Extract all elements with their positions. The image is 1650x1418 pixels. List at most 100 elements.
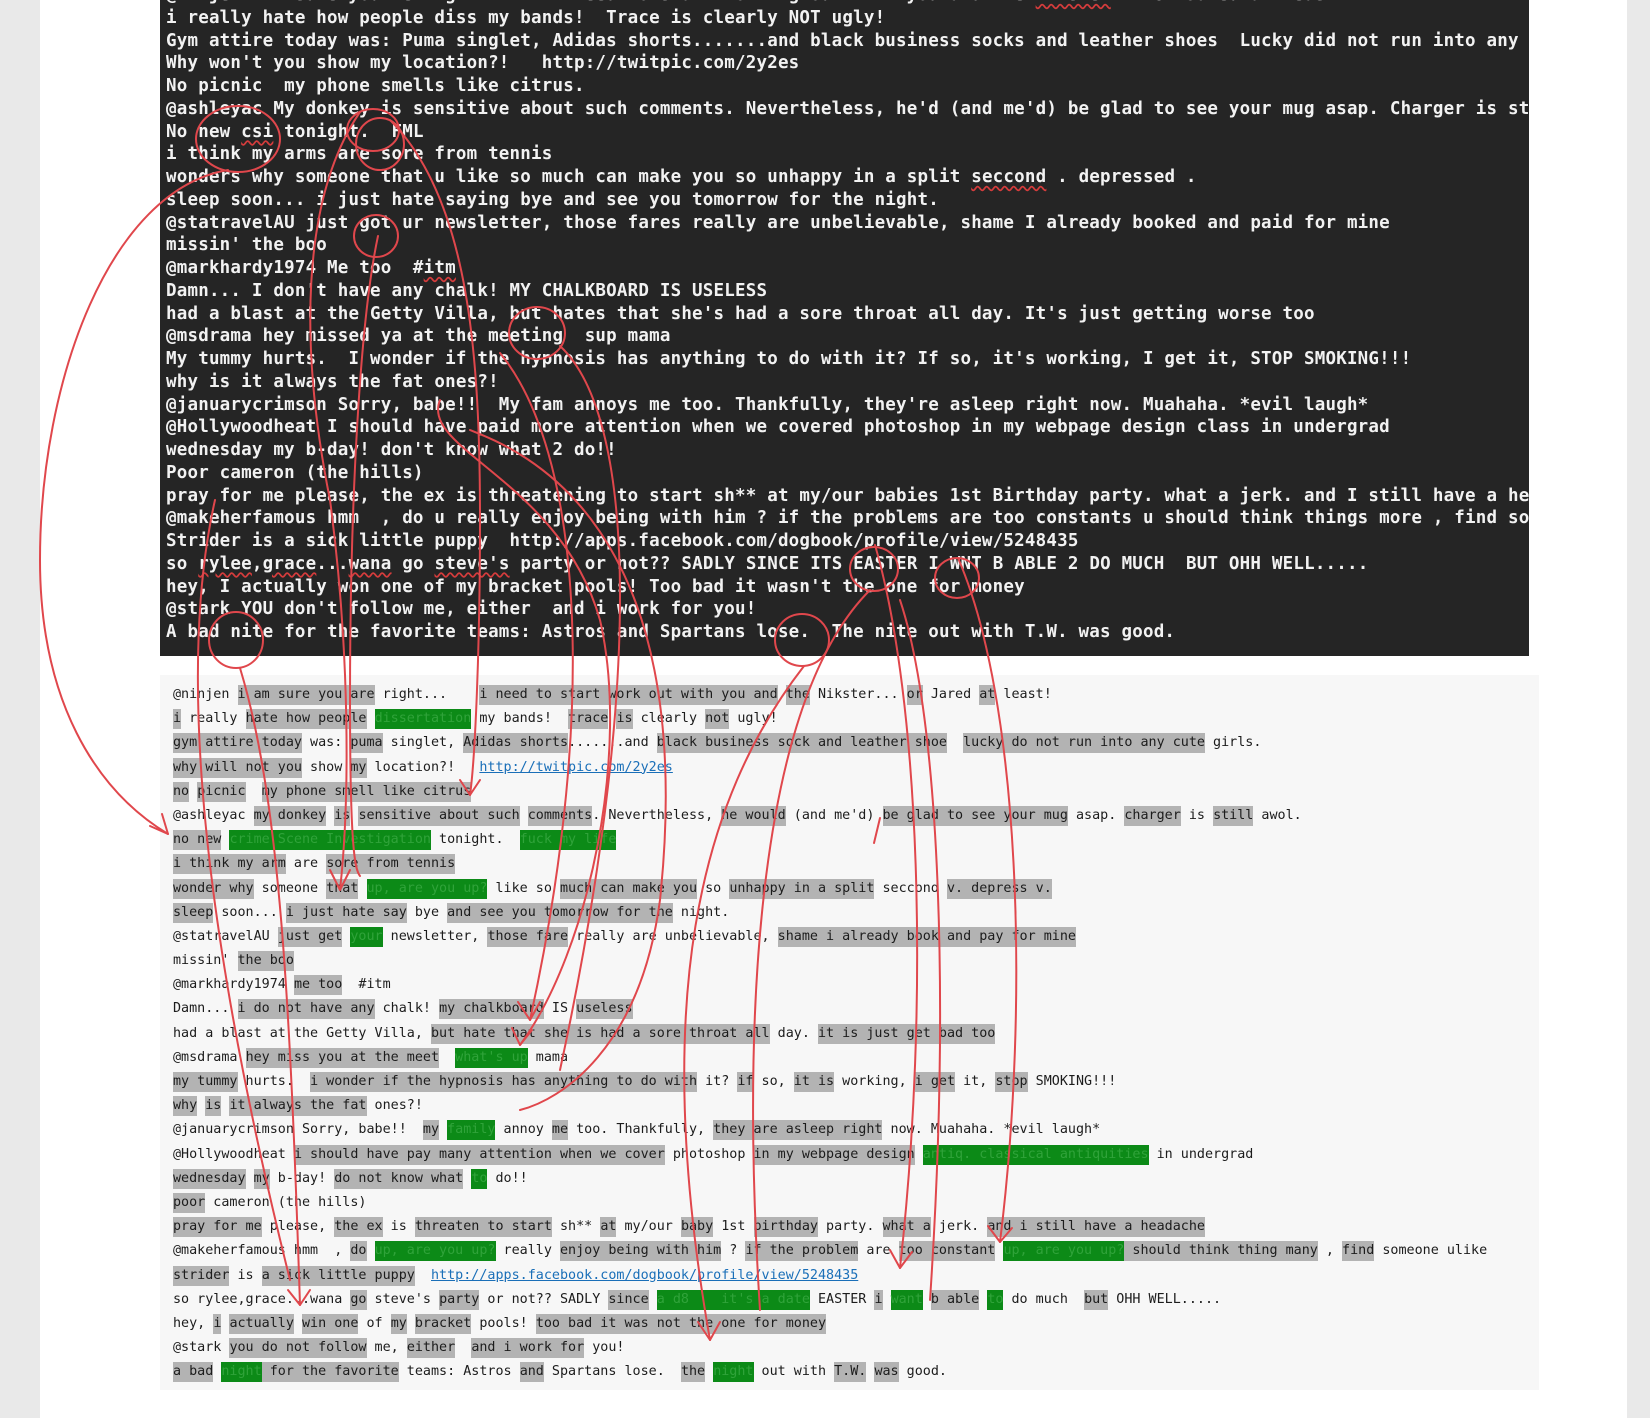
url-link[interactable]: http://apps.facebook.com/dogbook/profile… — [431, 1267, 859, 1283]
plain-text — [246, 1171, 254, 1186]
plain-text: EASTER — [809, 1291, 875, 1307]
spellcheck-flagged-word: grace — [262, 553, 317, 574]
plain-text — [705, 1364, 713, 1379]
highlighted-span: i think my arm — [173, 854, 286, 875]
highlighted-span: since — [608, 1289, 649, 1310]
highlighted-span: T.W. — [834, 1362, 867, 1383]
highlighted-span: gym attire today — [173, 733, 302, 754]
terminal-text: @makeherfamous hmm , do u really enjoy b… — [166, 508, 1529, 529]
highlighted-span: but hate that she is had a sore throat a… — [430, 1023, 770, 1044]
terminal-line: @makeherfamous hmm , do u really enjoy b… — [166, 507, 1529, 530]
highlighted-span: the — [785, 685, 810, 705]
replaced-span: a d8 it's a date — [656, 1289, 810, 1310]
terminal-text-lines: @ninjen I'm sure you're right... I need … — [166, 0, 1529, 644]
terminal-text: @markhardy1974 Me too # — [166, 258, 424, 278]
plain-text: day. — [769, 1025, 818, 1041]
highlighted-span: too bad it was not the one for money — [535, 1313, 827, 1334]
plain-text: or not?? SADLY — [479, 1291, 609, 1307]
plain-text: #itm — [342, 977, 391, 993]
plain-text: newsletter, — [382, 928, 488, 944]
terminal-text: i think my arms are sore from tennis — [166, 144, 553, 165]
normalized-line: pray for me please, the ex is threaten t… — [173, 1216, 1487, 1240]
plain-text: asap. — [1067, 807, 1125, 823]
plain-text: was: — [302, 735, 351, 751]
highlighted-span: no new — [173, 830, 222, 851]
highlighted-span: Adidas shorts — [463, 733, 569, 754]
terminal-text: hey, I actually won one of my bracket po… — [166, 576, 1025, 597]
plain-text: chalk! — [374, 1001, 440, 1017]
terminal-line: pray for me please, the ex is threatenin… — [166, 485, 1529, 508]
plain-text: 1st — [713, 1219, 754, 1235]
plain-text: SMOKING!!! — [1027, 1074, 1117, 1089]
plain-text: (and me'd) — [785, 807, 883, 823]
highlighted-span: poor — [173, 1192, 206, 1213]
plain-text — [883, 1292, 891, 1307]
replaced-span: fuck my life — [519, 830, 617, 851]
plain-text: had a blast at the Getty Villa, — [173, 1025, 431, 1041]
highlighted-span: i am sure you are — [237, 685, 375, 705]
highlighted-span: sensitive about such — [358, 805, 520, 826]
plain-text — [367, 1243, 375, 1258]
plain-text: my bands! — [471, 711, 569, 727]
plain-text — [947, 735, 963, 750]
plain-text: @statravelAU — [173, 928, 278, 944]
plain-text: me, — [366, 1340, 407, 1356]
terminal-text: sleep soon... i just hate saying bye and… — [166, 189, 939, 210]
plain-text: pools! — [471, 1315, 536, 1331]
normalized-line: @msdrama hey miss you at the meet what's… — [173, 1047, 1487, 1071]
highlighted-span: or — [906, 685, 923, 705]
normalized-line: @januarycrimson Sorry, babe!! my family … — [173, 1119, 1487, 1143]
plain-text: @Hollywoodheat — [173, 1146, 294, 1162]
highlighted-span: but — [1084, 1289, 1109, 1310]
highlighted-span: baby — [680, 1217, 714, 1238]
highlighted-span: wednesday — [173, 1168, 246, 1189]
highlighted-span: at — [979, 685, 996, 705]
highlighted-span: why will not you — [173, 757, 302, 778]
normalized-line: no picnic my phone smell like citrus — [173, 781, 1487, 805]
plain-text: out with — [753, 1364, 835, 1380]
highlighted-span: me — [551, 1120, 569, 1141]
highlighted-span: for the favorite — [261, 1362, 399, 1383]
highlighted-span: the ex — [334, 1217, 383, 1238]
plain-text: is — [1180, 807, 1214, 823]
terminal-text: Damn... I don't have any chalk! MY CHALK… — [166, 280, 768, 301]
plain-text: @markhardy1974 — [173, 977, 294, 993]
plain-text: clearly — [632, 711, 706, 727]
normalized-line: hey, i actually win one of my bracket po… — [173, 1313, 1487, 1337]
highlighted-span: is — [334, 805, 351, 826]
highlighted-span: my chalkboard — [439, 999, 544, 1020]
spellcheck-flagged-word: Nikster — [1036, 0, 1111, 5]
terminal-text: A bad nite for the favorite teams: Astro… — [166, 622, 1176, 642]
normalized-line: wednesday my b-day! do not know what to … — [173, 1168, 1487, 1192]
plain-text: @makeherfamous hmm , — [173, 1243, 351, 1259]
plain-text: is — [229, 1267, 262, 1283]
plain-text: someone ulike — [1374, 1243, 1488, 1259]
normalized-line: a bad night for the favorite teams: Astr… — [173, 1361, 1487, 1385]
plain-text: Damn... — [173, 1001, 238, 1017]
highlighted-span: what a — [882, 1217, 931, 1238]
terminal-text: i really hate how people diss my bands! … — [166, 7, 886, 28]
terminal-text: Gym attire today was: Puma singlet, Adid… — [166, 30, 1529, 51]
plain-text: .......and — [568, 735, 657, 751]
plain-text: singlet, — [382, 735, 464, 751]
terminal-text: No new — [166, 121, 242, 142]
terminal-text: No picnic my phone smells like citrus. — [166, 76, 585, 96]
terminal-panel: @ninjen I'm sure you're right... I need … — [160, 0, 1529, 656]
normalized-line: @markhardy1974 me too #itm — [173, 974, 1487, 998]
highlighted-span: birthday — [753, 1217, 818, 1238]
terminal-line: i really hate how people diss my bands! … — [166, 7, 1529, 30]
terminal-line: Damn... I don't have any chalk! MY CHALK… — [166, 280, 1529, 303]
normalized-output-panel: @ninjen i am sure you are right... i nee… — [160, 675, 1539, 1390]
plain-text: tonight. — [430, 832, 520, 848]
terminal-text: why is it always the fat ones?! — [166, 371, 499, 392]
highlighted-span: stop — [995, 1072, 1028, 1092]
replaced-span: up, are you up? — [1003, 1241, 1125, 1262]
normalized-line: had a blast at the Getty Villa, but hate… — [173, 1023, 1487, 1047]
terminal-line: @markhardy1974 Me too #itm — [166, 257, 1529, 280]
normalized-line: why is it always the fat ones?! — [173, 1095, 1487, 1119]
plain-text: awol. — [1253, 807, 1302, 823]
normalized-line: @stark you do not follow me, either and … — [173, 1337, 1487, 1361]
normalized-line: why will not you show my location?! http… — [173, 757, 1487, 781]
url-link[interactable]: http://twitpic.com/2y2es — [479, 759, 673, 775]
terminal-line: @januarycrimson Sorry, babe!! My fam ann… — [166, 394, 1529, 417]
